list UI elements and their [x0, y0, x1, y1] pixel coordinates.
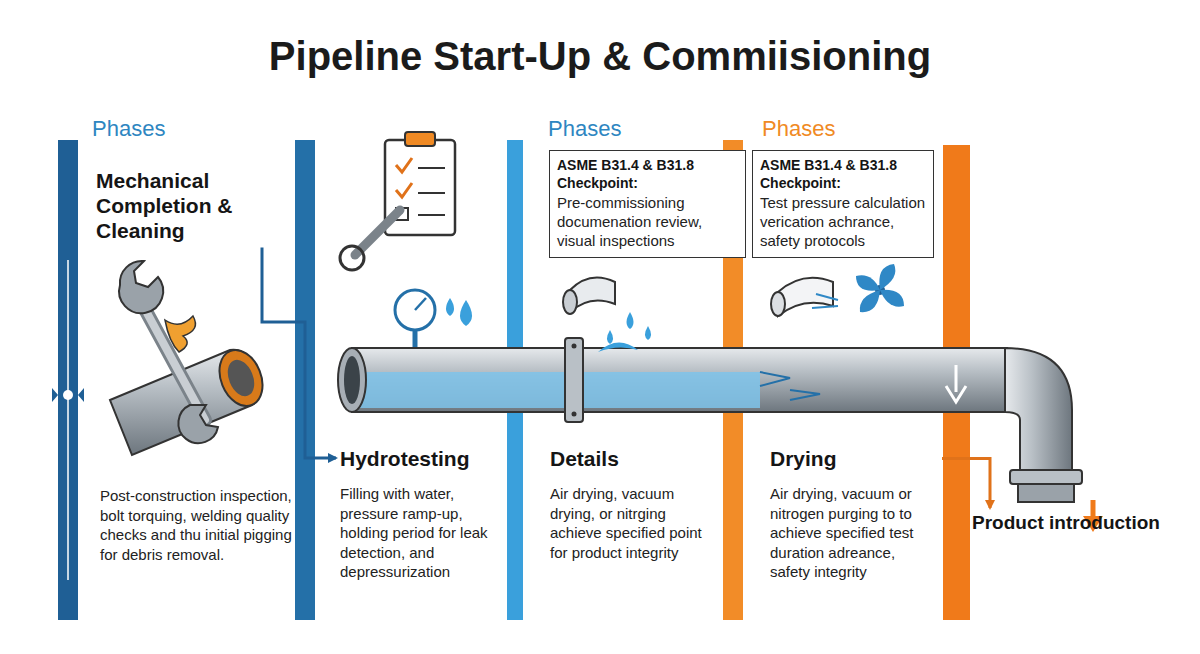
- phase-label: Phases: [92, 116, 165, 142]
- fan-icon: [812, 264, 904, 312]
- clipboard-icon: [340, 132, 455, 270]
- wrench-pipe-icon: [110, 261, 270, 455]
- flow-connector: [942, 459, 990, 508]
- step-heading: Drying: [770, 446, 938, 471]
- bar-notch: [52, 388, 84, 402]
- step-description: Filling with water, pressure ramp-up, ho…: [340, 484, 502, 582]
- step-description: Post-construction inspection, bolt torqu…: [100, 486, 295, 564]
- step-description: Pre-commissioning documenation review, v…: [557, 194, 738, 250]
- pipe-elbow: [1005, 348, 1103, 532]
- water-splash: [598, 312, 651, 352]
- main-pipe: [338, 338, 1007, 422]
- step-description: Air drying, vacuum or nitrogen purging t…: [770, 484, 938, 582]
- step-heading: Product introduction: [972, 512, 1192, 535]
- checkpoint-callout: ASME B31.4 & B31.8 Checkpoint:Test press…: [752, 150, 934, 258]
- phase-step: HydrotestingFilling with water, pressure…: [340, 446, 500, 471]
- flow-connector: [262, 248, 336, 458]
- diagram-title: Pipeline Start-Up & Commiisioning: [0, 34, 1200, 79]
- step-heading: Mechanical Completion & Cleaning: [96, 168, 286, 244]
- phase-step: DryingAir drying, vacuum or nitrogen pur…: [770, 446, 938, 471]
- phase-step: Mechanical Completion & CleaningPost-con…: [96, 168, 286, 244]
- product-step: Product introduction: [972, 512, 1192, 535]
- phase-bar: [58, 140, 78, 620]
- step-heading: Hydrotesting: [340, 446, 500, 471]
- step-heading: ASME B31.4 & B31.8 Checkpoint:: [760, 157, 926, 192]
- bar-line: [67, 260, 69, 580]
- checkpoint-callout: ASME B31.4 & B31.8 Checkpoint:Pre-commis…: [549, 150, 746, 258]
- flow-arrow: [946, 365, 966, 402]
- bar-dot: [63, 390, 73, 400]
- step-description: Air drying, vacuum drying, or nitrging a…: [550, 484, 715, 562]
- phase-label: Phases: [548, 116, 621, 142]
- gauge-icon: [395, 290, 472, 352]
- pig-icon: [563, 278, 833, 317]
- phase-label: Phases: [762, 116, 835, 142]
- step-heading: ASME B31.4 & B31.8 Checkpoint:: [557, 157, 738, 192]
- step-heading: Details: [550, 446, 715, 471]
- step-description: Test pressure calculation verication ach…: [760, 194, 926, 250]
- phase-step: DetailsAir drying, vacuum drying, or nit…: [550, 446, 715, 471]
